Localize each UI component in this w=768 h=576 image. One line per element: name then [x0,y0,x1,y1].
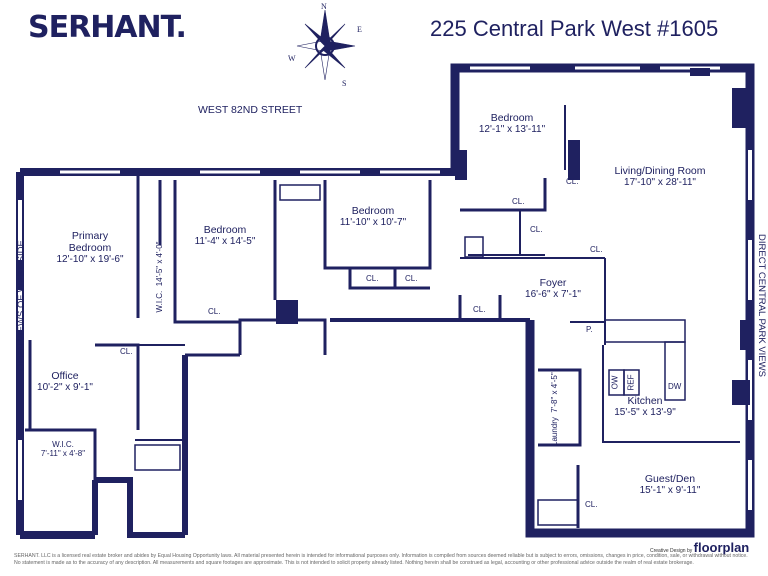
room-foyer: Foyer 16'-6" x 7'-1" [525,277,581,300]
room-living-dining: Living/Dining Room 17'-10" x 28'-11" [614,165,706,188]
room-laundry: Laundry 7'-8" x 4'-5" [550,372,559,446]
closet-label: CL. [208,307,221,316]
closet-label: CL. [473,305,486,314]
room-bedroom-4: Bedroom 12'-1" x 13'-11" [478,112,546,135]
compass-n: N [321,2,327,11]
oven-label: OW [610,375,620,390]
compass-w: W [288,54,296,63]
compass-s: S [342,79,346,88]
room-bedroom-3: Bedroom 11'-10" x 10'-7" [339,205,407,228]
listing-address: 225 Central Park West #1605 [430,16,719,41]
dishwasher-label: DW [668,382,682,391]
brand-logo: SERHANT. [28,10,187,45]
room-kitchen: Kitchen 15'-5" x 13'-9" [614,395,676,418]
right-view-label: DIRECT CENTRAL PARK VIEWS [755,234,767,377]
legal-disclaimer: SERHANT. LLC is a licensed real estate b… [14,553,748,566]
room-wic-small: W.I.C. 7'-11" x 4'-8" [40,440,86,458]
room-office: Office 10'-2" x 9'-1" [37,370,93,393]
room-guest-den: Guest/Den 15'-1" x 9'-11" [639,473,701,496]
closet-label: CL. [120,347,133,356]
closet-label: CL. [566,177,579,186]
closet-label: CL. [405,274,418,283]
pantry-label: P. [586,325,593,334]
compass-e: E [357,25,362,34]
closet-label: CL. [590,245,603,254]
room-wic-tall: W.I.C. 14'-5" x 4'-0" [155,241,164,313]
left-view-label: OPEN VIEWS OF WEST SIDE [15,240,27,371]
street-label: WEST 82ND STREET [198,104,303,116]
room-bedroom-2: Bedroom 11'-4" x 14'-5" [194,224,256,247]
refrigerator-label: REF [626,374,636,391]
closet-label: CL. [585,500,598,509]
closet-label: CL. [366,274,379,283]
compass-rose-icon: N E S W [288,2,362,88]
closet-label: CL. [530,225,543,234]
design-credit: Creative Design by floorplan [650,540,750,555]
room-primary-bedroom: Primary Bedroom 12'-10" x 19'-6" [56,230,124,265]
closet-label: CL. [512,197,525,206]
